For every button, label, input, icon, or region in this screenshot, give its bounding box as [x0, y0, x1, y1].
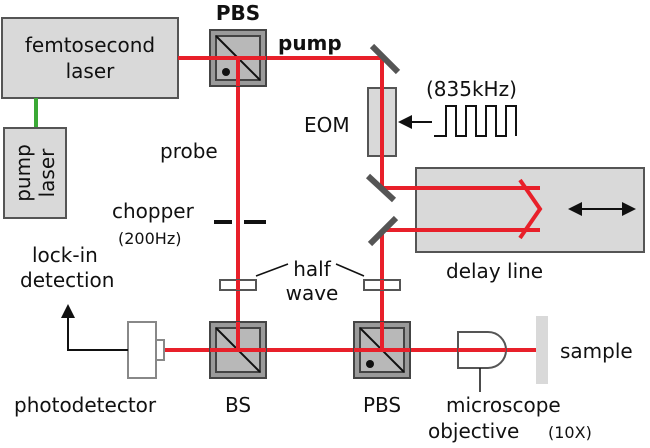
- half-wave-label-line1: half: [293, 257, 331, 281]
- polarizing-beam-splitter-icon: [178, 29, 267, 87]
- eom-label: EOM: [304, 113, 350, 137]
- femtosecond-laser-label-line2: laser: [66, 59, 116, 83]
- bs-label: BS: [225, 393, 251, 417]
- beam-splitter-icon: [209, 321, 267, 379]
- mirror-icon: [369, 43, 401, 75]
- mirror-icon: [367, 215, 399, 247]
- double-arrow-icon: [568, 202, 636, 216]
- pump-laser-label-line2: laser: [35, 148, 59, 198]
- mirror-icon: [365, 173, 397, 203]
- modulation-freq-label: (835kHz): [426, 77, 517, 101]
- probe-label: probe: [160, 139, 218, 163]
- arrow-icon: [398, 115, 432, 129]
- photodetector-icon: [127, 321, 165, 379]
- delay-line-label: delay line: [446, 259, 543, 283]
- femtosecond-laser: femtosecond laser: [1, 17, 179, 99]
- lockin-arrow-icon: [61, 304, 128, 351]
- pump-laser-label-line1: pump: [11, 144, 35, 202]
- lockin-label-line1: lock-in: [32, 243, 98, 267]
- objective-lens-icon: [457, 331, 507, 392]
- chopper-label: chopper: [112, 199, 195, 223]
- lockin-label-line2: detection: [20, 268, 114, 292]
- chopper-freq-label: (200Hz): [118, 229, 181, 248]
- sample-label: sample: [560, 339, 633, 363]
- half-wave-leaders: [255, 263, 365, 277]
- retroreflector-icon: [518, 178, 543, 240]
- pbs-top-label: PBS: [216, 1, 260, 25]
- photodetector-label: photodetector: [14, 393, 157, 417]
- square-wave-icon: [434, 105, 517, 137]
- femtosecond-laser-label-line1: femtosecond: [25, 33, 155, 57]
- half-wave-label-line2: wave: [286, 281, 339, 305]
- microscope-label-line2: objective: [428, 419, 519, 443]
- sample-slab: [536, 316, 548, 384]
- pump-label: pump: [278, 31, 342, 55]
- pump-laser: pump laser: [3, 127, 67, 219]
- mirrors: [365, 43, 401, 247]
- pbs-bottom-label: PBS: [363, 393, 401, 417]
- polarizing-beam-splitter-icon: [353, 321, 411, 379]
- objective-mag-label: (10X): [548, 423, 592, 442]
- microscope-label-line1: microscope: [446, 393, 561, 417]
